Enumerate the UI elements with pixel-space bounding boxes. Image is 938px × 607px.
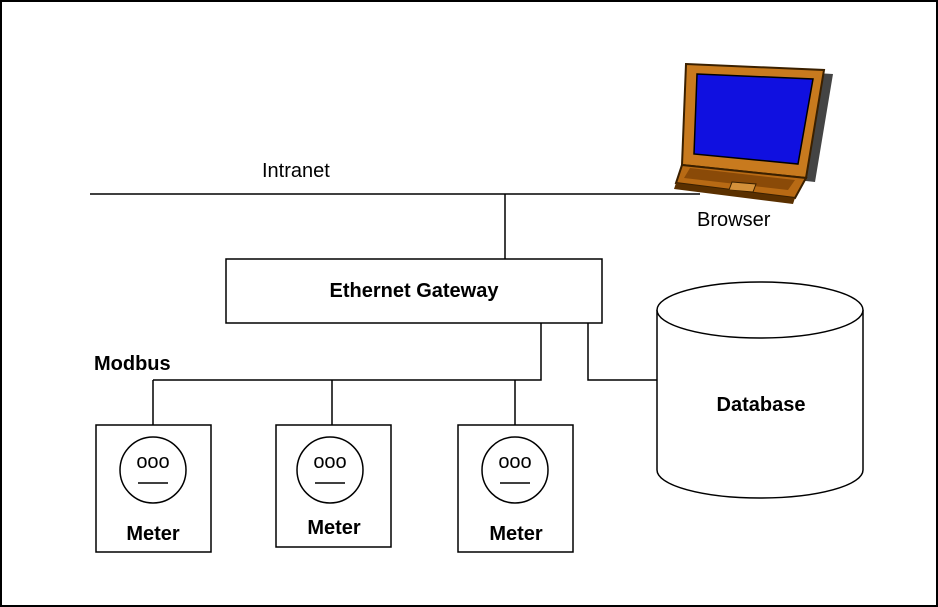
- meter-dial-icon: [481, 436, 549, 504]
- meter-2-label: Meter: [307, 517, 361, 539]
- modbus-label: Modbus: [94, 353, 171, 375]
- database-cylinder: [656, 281, 864, 499]
- meter-1-dial: ooo: [136, 451, 169, 473]
- meter-3-dial: ooo: [498, 451, 531, 473]
- browser-label: Browser: [697, 209, 771, 231]
- meter-1: ooo Meter: [95, 424, 212, 553]
- database-label: Database: [717, 394, 806, 416]
- ethernet-gateway-box: [225, 258, 603, 324]
- meter-dial-icon: [296, 436, 364, 504]
- intranet-label: Intranet: [262, 160, 330, 182]
- laptop-icon: [674, 62, 833, 204]
- meter-2: ooo Meter: [275, 424, 392, 548]
- modbus-line: [153, 323, 542, 381]
- ethernet-gateway-label: Ethernet Gateway: [330, 280, 500, 302]
- meter-3: ooo Meter: [457, 424, 574, 553]
- meter-2-dial: ooo: [313, 451, 346, 473]
- database-link: [587, 323, 657, 381]
- meter-1-label: Meter: [126, 523, 180, 545]
- meter-3-label: Meter: [489, 523, 543, 545]
- meter-dial-icon: [119, 436, 187, 504]
